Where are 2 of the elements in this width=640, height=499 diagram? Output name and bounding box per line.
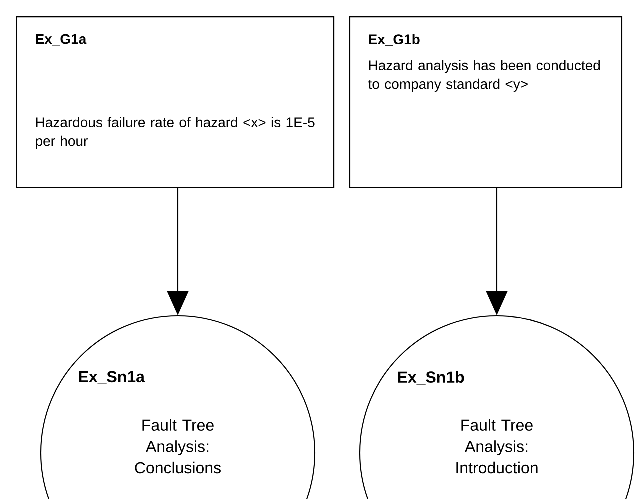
text-box: Ex_G1b Hazard analysis has been conducted to company standard <y> — [349, 16, 623, 188]
text-box: Ex_G1a Hazardous failure rate of hazard <x> is 1E-5 per hour — [16, 16, 335, 188]
